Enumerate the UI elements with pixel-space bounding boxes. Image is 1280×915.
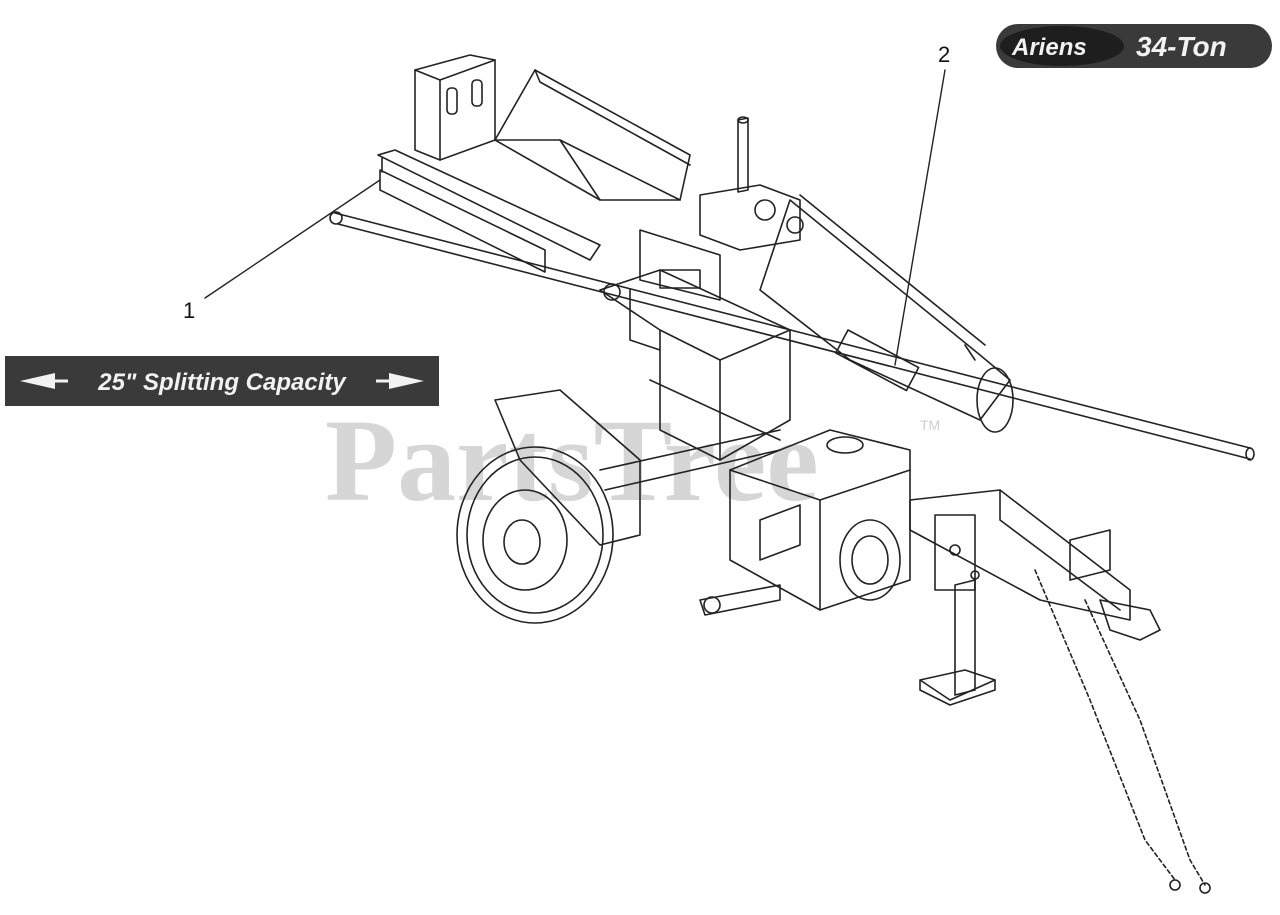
capacity-text: 25" Splitting Capacity (97, 369, 347, 396)
safety-chains (1034, 569, 1211, 894)
watermark: PartsTree TM (325, 395, 940, 526)
hitch-tongue (909, 489, 1161, 641)
model-badge-decal: Ariens 34-Ton (996, 24, 1272, 68)
wheel-rim (482, 489, 568, 591)
badge-tonnage: 34-Ton (1136, 31, 1227, 62)
wheel-assembly (456, 389, 781, 624)
watermark-text: PartsTree (325, 395, 819, 526)
callout-2-leader (894, 69, 946, 366)
tongue-rod (329, 211, 1255, 461)
badge-model: Ariens (1011, 34, 1087, 61)
watermark-tm: TM (920, 417, 940, 433)
log-tray (494, 69, 691, 201)
wedge-plate (414, 54, 496, 161)
engine (699, 429, 911, 616)
callout-2-label: 2 (938, 42, 950, 67)
hydraulic-cylinder (759, 194, 1014, 433)
callout-1-leader (204, 179, 381, 299)
capacity-banner-decal: 25" Splitting Capacity (5, 356, 439, 406)
engine-pulley (839, 519, 901, 601)
jack-stand (919, 579, 996, 706)
frame (599, 269, 791, 461)
callout-1-label: 1 (183, 298, 195, 323)
beam-rail (377, 149, 601, 273)
tire (456, 446, 614, 624)
control-valve (639, 116, 804, 301)
